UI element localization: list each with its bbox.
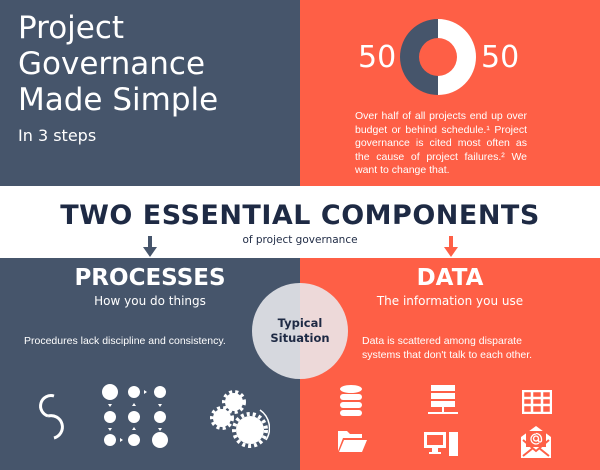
email-icon [521,426,551,458]
badge-label: Typical Situation [270,316,330,345]
processes-subtitle: How you do things [94,294,206,308]
stat-right: 50 [481,40,520,75]
typical-situation-badge: Typical Situation [252,283,348,379]
page-title: Project Governance Made Simple [18,10,218,118]
arrow-down-icon [143,236,157,257]
computer-icon [424,432,458,456]
data-description: Data is scattered among disparate system… [362,335,533,361]
donut-chart [400,19,476,95]
database-icon [340,385,362,416]
band-title: TWO ESSENTIAL COMPONENTS [60,200,540,231]
stats-paragraph: Over half of all projects end up over bu… [355,110,527,176]
top-left-panel [0,0,300,186]
processes-description: Procedures lack discipline and consisten… [24,335,226,347]
band-subtitle: of project governance [242,234,358,246]
processes-title: PROCESSES [74,265,226,291]
stat-left: 50 [358,40,397,75]
title-line: Project [18,10,125,46]
donut-slice-white [438,19,476,95]
spreadsheet-icon [522,390,552,414]
data-subtitle: The information you use [376,294,524,308]
subtitle: In 3 steps [18,126,97,145]
folder-icon [338,431,367,452]
process-flow-icon [102,384,168,448]
chain-link-icon [39,394,64,440]
title-line: Governance [18,46,206,82]
gears-icon [210,390,270,448]
arrow-down-icon [444,236,458,257]
title-line: Made Simple [18,82,219,118]
data-title: DATA [416,265,484,291]
donut-slice-navy [400,19,438,95]
server-icon [428,385,458,414]
